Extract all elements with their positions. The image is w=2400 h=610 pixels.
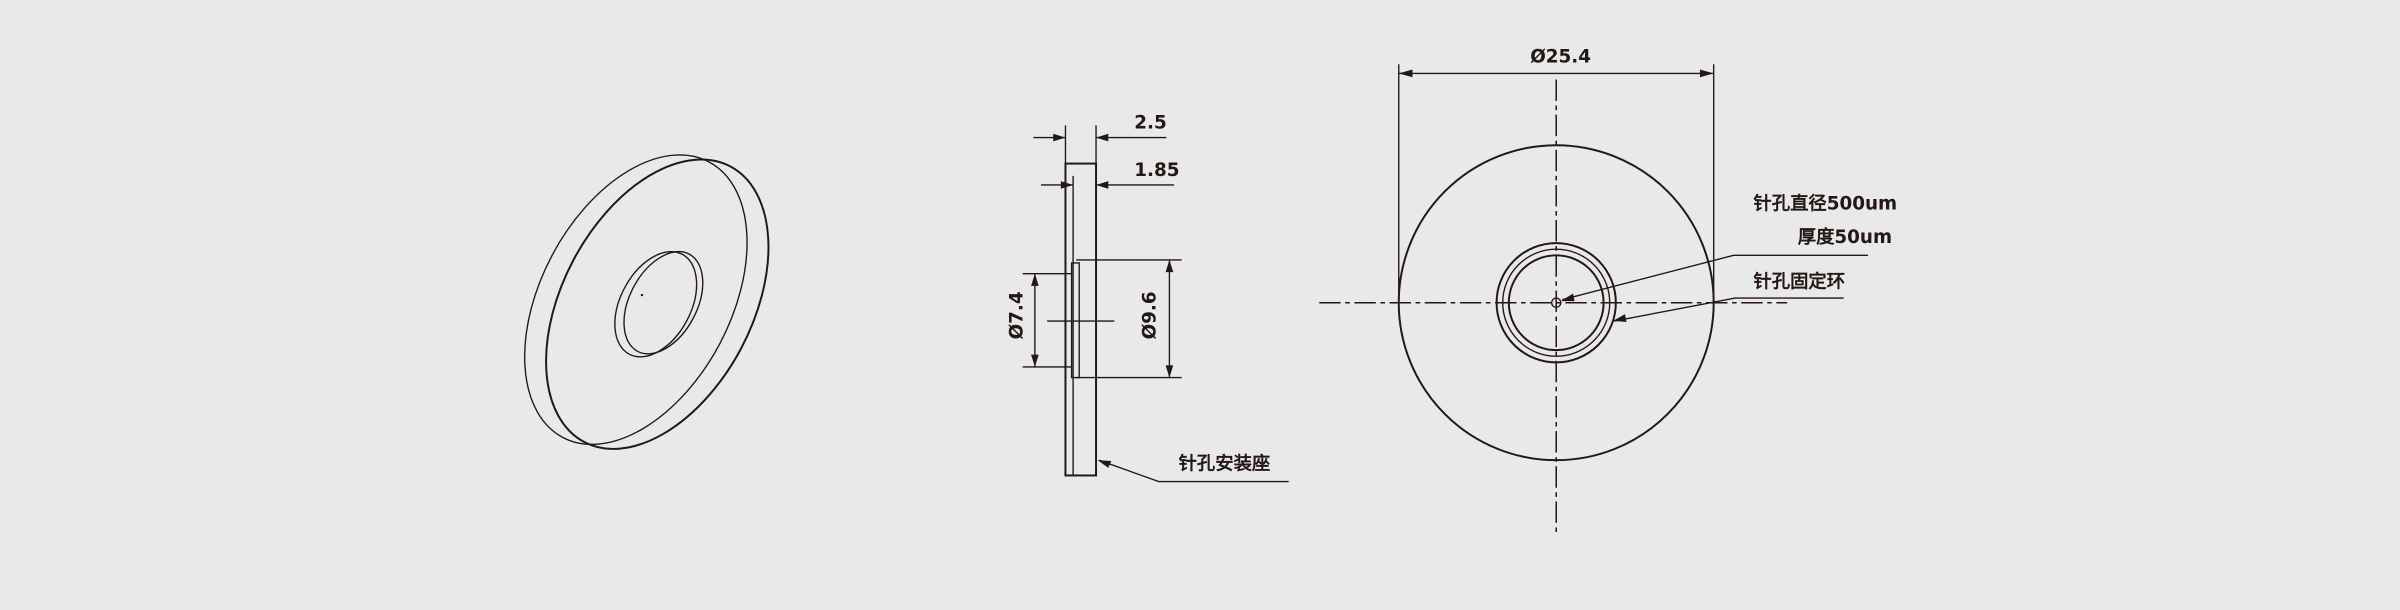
dim-ring-diameter: Ø9.6: [1140, 291, 1161, 339]
dim-seat-thickness: 1.85: [1134, 160, 1179, 181]
center-hole: [614, 250, 698, 358]
label-mount: 针孔安装座: [1179, 452, 1271, 474]
seat-profile: [1064, 162, 1098, 477]
dim-outer-diameter: Ø25.4: [1530, 47, 1591, 68]
label-thickness: 厚度50um: [1798, 226, 1892, 248]
pinhole-dot: [640, 293, 644, 297]
label-pinhole-diameter: 针孔直径500um: [1753, 192, 1897, 214]
back-face-outline: [523, 154, 748, 446]
isometric-view: [523, 154, 770, 450]
dim-inner-diameter: Ø7.4: [1007, 291, 1028, 339]
front-face-outline: [545, 158, 770, 450]
pinhole-ring-profile: [1070, 262, 1080, 379]
front-view: Ø25.4 针孔直径500um 厚度50um 针孔固定环: [1319, 47, 1897, 533]
center-hole-inner: [623, 250, 704, 355]
dim-thickness: 2.5: [1134, 112, 1166, 133]
label-retaining-ring: 针孔固定环: [1753, 270, 1845, 292]
side-view: 2.5 1.85 Ø7.4 Ø9.6 针孔安装座: [1007, 112, 1289, 483]
